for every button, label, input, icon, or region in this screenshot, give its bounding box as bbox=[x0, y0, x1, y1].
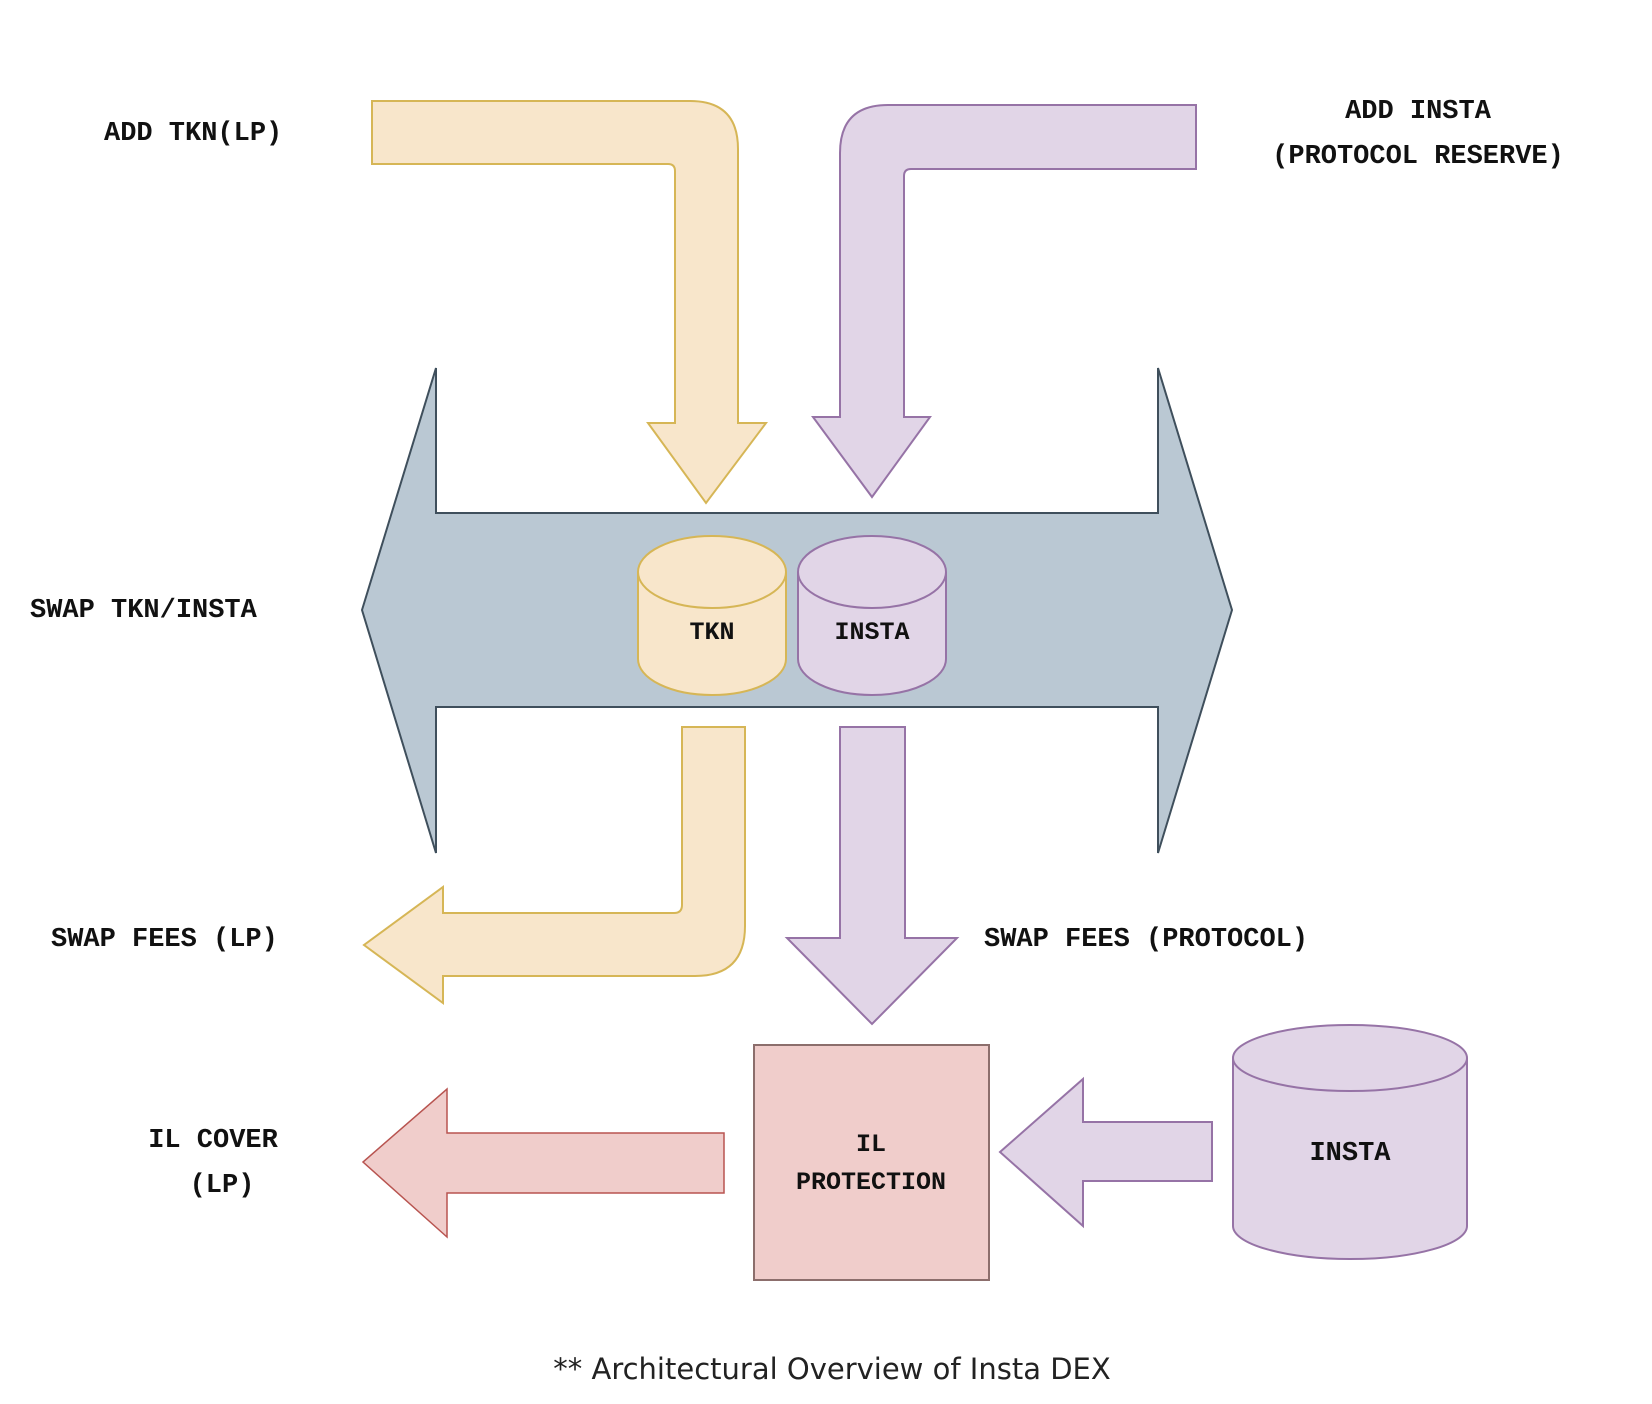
reserve-to-il-arrow bbox=[998, 1076, 1213, 1229]
add-insta-label-line2: (PROTOCOL RESERVE) bbox=[1272, 142, 1564, 172]
pool-tkn-label: TKN bbox=[689, 618, 734, 647]
swap-fees-protocol-label: SWAP FEES (PROTOCOL) bbox=[984, 925, 1308, 955]
reserve-insta-cylinder: INSTA bbox=[1232, 1024, 1468, 1260]
add-insta-arrow bbox=[811, 104, 1197, 499]
diagram-caption: ** Architectural Overview of Insta DEX bbox=[553, 1352, 1110, 1386]
pool-insta-label: INSTA bbox=[834, 618, 909, 647]
add-tkn-arrow bbox=[371, 100, 768, 505]
add-insta-label-line1: ADD INSTA bbox=[1345, 97, 1492, 127]
swap-fees-lp-label: SWAP FEES (LP) bbox=[51, 925, 278, 955]
il-cover-label-line1: IL COVER bbox=[148, 1126, 278, 1156]
swap-fees-lp-arrow bbox=[362, 726, 746, 1005]
pool-tkn-cylinder: TKN bbox=[637, 535, 787, 696]
il-protection-box: IL PROTECTION bbox=[753, 1044, 990, 1281]
il-protection-label-line1: IL bbox=[856, 1130, 886, 1159]
il-cover-label-line2: (LP) bbox=[190, 1171, 255, 1201]
add-tkn-label: ADD TKN(LP) bbox=[104, 119, 282, 149]
swap-fees-protocol-arrow bbox=[784, 726, 960, 1026]
il-cover-arrow bbox=[361, 1087, 725, 1239]
pool-insta-cylinder: INSTA bbox=[797, 535, 947, 696]
reserve-insta-label: INSTA bbox=[1309, 1139, 1391, 1169]
il-protection-label-line2: PROTECTION bbox=[796, 1168, 946, 1197]
swap-label: SWAP TKN/INSTA bbox=[30, 596, 258, 626]
